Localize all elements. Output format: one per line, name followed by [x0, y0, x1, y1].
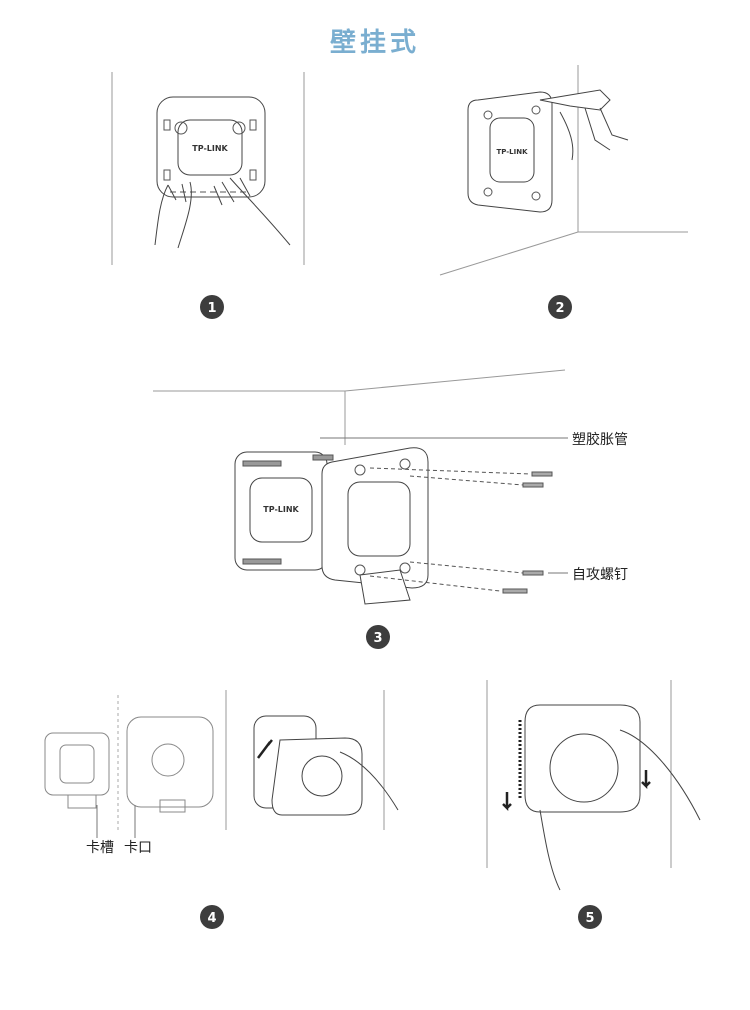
callout-anchor: 塑胶胀管 [572, 432, 628, 448]
step1-number: 1 [207, 301, 216, 316]
callout-slot: 卡槽 [86, 840, 114, 856]
step4-number: 4 [207, 911, 216, 926]
step3-number: 3 [373, 631, 382, 646]
step5-illustration [486, 680, 701, 891]
step3-badge [366, 625, 390, 649]
step2-number: 2 [555, 301, 564, 316]
step2-badge [548, 295, 572, 319]
step5-badge [578, 905, 602, 929]
callout-clip: 卡口 [124, 840, 152, 856]
step5-number: 5 [585, 911, 594, 926]
step1-badge [200, 295, 224, 319]
step4-badge [200, 905, 224, 929]
page-title: 壁挂式 [329, 28, 420, 58]
step2-illustration: TP-LINK [439, 65, 688, 276]
step1-illustration: TP-LINK [111, 72, 305, 265]
step1-brand-logo: TP-LINK [192, 144, 228, 153]
step3-brand-logo: TP-LINK [263, 505, 299, 514]
callout-screw: 自攻螺钉 [572, 567, 628, 583]
step4-illustration [44, 690, 399, 838]
step3-illustration: TP-LINK [153, 369, 568, 605]
step2-brand-logo: TP-LINK [496, 148, 528, 156]
